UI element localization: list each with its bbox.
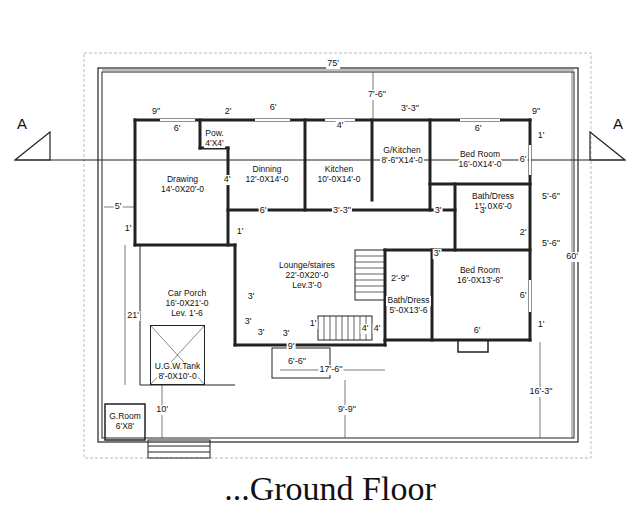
room-area: Bath/Dress5'-0X13'-6 [385, 292, 431, 320]
room-name: U.G.W.Tank [154, 362, 201, 372]
dimension-label: 9" [151, 107, 161, 117]
dimension-label: 4' [361, 324, 370, 334]
dimension-label: 2' [224, 107, 233, 117]
room-area: G/Kitchen8'-6"X14'-0 [374, 143, 430, 169]
room-name: Lounge/staires [278, 261, 336, 271]
room-name: Bed Room [459, 150, 501, 160]
room-size: 5'-0X13'-6 [388, 306, 428, 316]
dimension-label: 6'-6" [287, 357, 307, 367]
room-name: Pow. [204, 129, 224, 139]
dimension-label: 3' [282, 329, 291, 339]
caption: ...Ground Floor [224, 470, 436, 508]
dimension-label: 1' [124, 224, 133, 234]
room-size: 14'-0X20'-0 [160, 185, 205, 195]
room-name: Drawing [166, 175, 199, 185]
room-area: G.Room6'X8' [106, 405, 144, 439]
room-name: Car Porch [167, 289, 207, 299]
dimension-label: 21' [126, 311, 140, 321]
dimension-label: 1' [236, 227, 245, 237]
dimension-label: 6' [173, 124, 182, 134]
dimension-label: 1' [537, 131, 546, 141]
room-area: Bed Room16'-0X14'-0 [435, 146, 525, 174]
room-name: Kitchen [324, 165, 354, 175]
dimension-label: 6' [269, 103, 278, 113]
dimension-label: 1' [309, 319, 318, 329]
dimension-label: 17'-6" [319, 365, 344, 375]
room-size: 8'-6"X14'-0 [380, 156, 423, 166]
dimension-label: 3' [433, 249, 442, 259]
room-name: G/Kitchen [382, 146, 421, 156]
room-name: G.Room [108, 412, 142, 422]
room-area: Dinning12'-0X14'-0 [232, 160, 302, 190]
dimension-label: 6' [474, 124, 483, 134]
room-area: Bed Room16'-0X13'-6" [435, 262, 525, 290]
dimension-label: 3'-3" [332, 206, 352, 216]
room-name: Bath/Dress [386, 296, 430, 306]
room-size: 4'X4' [204, 139, 224, 149]
room-size: 8'-0X10'-0 [157, 372, 197, 382]
room-size: Lev. 1'-6 [170, 309, 204, 319]
dimension-label: 75' [326, 59, 340, 69]
dimension-label: 9" [531, 107, 541, 117]
room-size: 10'-0X14'-0 [317, 175, 362, 185]
dimension-label: 4' [373, 324, 382, 334]
dimension-label: 1' [537, 320, 546, 330]
dimension-label: 5' [114, 202, 123, 212]
room-area: Car Porch16'-0X21'-0Lev. 1'-6U.G.W.Tank8… [142, 289, 232, 385]
dimension-label: 3' [244, 317, 253, 327]
room-name: Dinning [252, 165, 283, 175]
dimension-label: 10' [155, 405, 169, 415]
dimension-label: 60' [565, 252, 579, 262]
dimension-label: 3' [257, 328, 266, 338]
dimension-label: 6' [259, 206, 268, 216]
dimension-label: 4' [336, 121, 345, 131]
room-area: Pow.4'X4' [201, 129, 228, 148]
dimension-label: 2'-9" [390, 274, 410, 284]
room-size: 16'-0X21'-0 [165, 299, 210, 309]
dimension-label: 6' [519, 155, 528, 165]
dimension-label: 3' [247, 292, 256, 302]
dimension-label: 3' [434, 206, 443, 216]
room-area: Drawing14'-0X20'-0 [140, 165, 225, 205]
dimension-label: 4' [223, 175, 232, 185]
dimension-label: 5'-6" [541, 192, 561, 202]
room-name: Bed Room [459, 266, 501, 276]
dimension-label: 9'-9" [337, 405, 357, 415]
room-area: Lounge/staires22'-0X20'-0Lev.3'-0 [262, 255, 352, 297]
dimension-label: 3' [479, 206, 488, 216]
room-area: Kitchen10'-0X14'-0 [308, 160, 370, 190]
dimension-label: 9' [287, 342, 296, 352]
water-tank: U.G.W.Tank8'-0X10'-0 [150, 325, 205, 385]
dimension-label: 6' [519, 291, 528, 301]
dimension-label: 7'-6" [367, 90, 387, 100]
dimension-label: 16'-3" [529, 387, 554, 397]
dimension-label: 2' [519, 228, 528, 238]
room-size: 6'X8' [115, 422, 135, 432]
dimension-label: 6' [473, 326, 482, 336]
room-size: Lev.3'-0 [291, 281, 322, 291]
room-name: Bath/Dress [471, 192, 515, 202]
section-mark: A [16, 116, 28, 133]
dimension-label: 3'-3" [400, 104, 420, 114]
dimension-label: 5'-6" [541, 239, 561, 249]
room-size: 16'-0X14'-0 [458, 160, 503, 170]
section-mark: A [612, 116, 624, 133]
room-area: Bath/Dress11'-0X6'-0 [458, 188, 528, 216]
room-size: 16'-0X13'-6" [456, 276, 504, 286]
room-size: 12'-0X14'-0 [245, 175, 290, 185]
room-size: 22'-0X20'-0 [285, 271, 330, 281]
